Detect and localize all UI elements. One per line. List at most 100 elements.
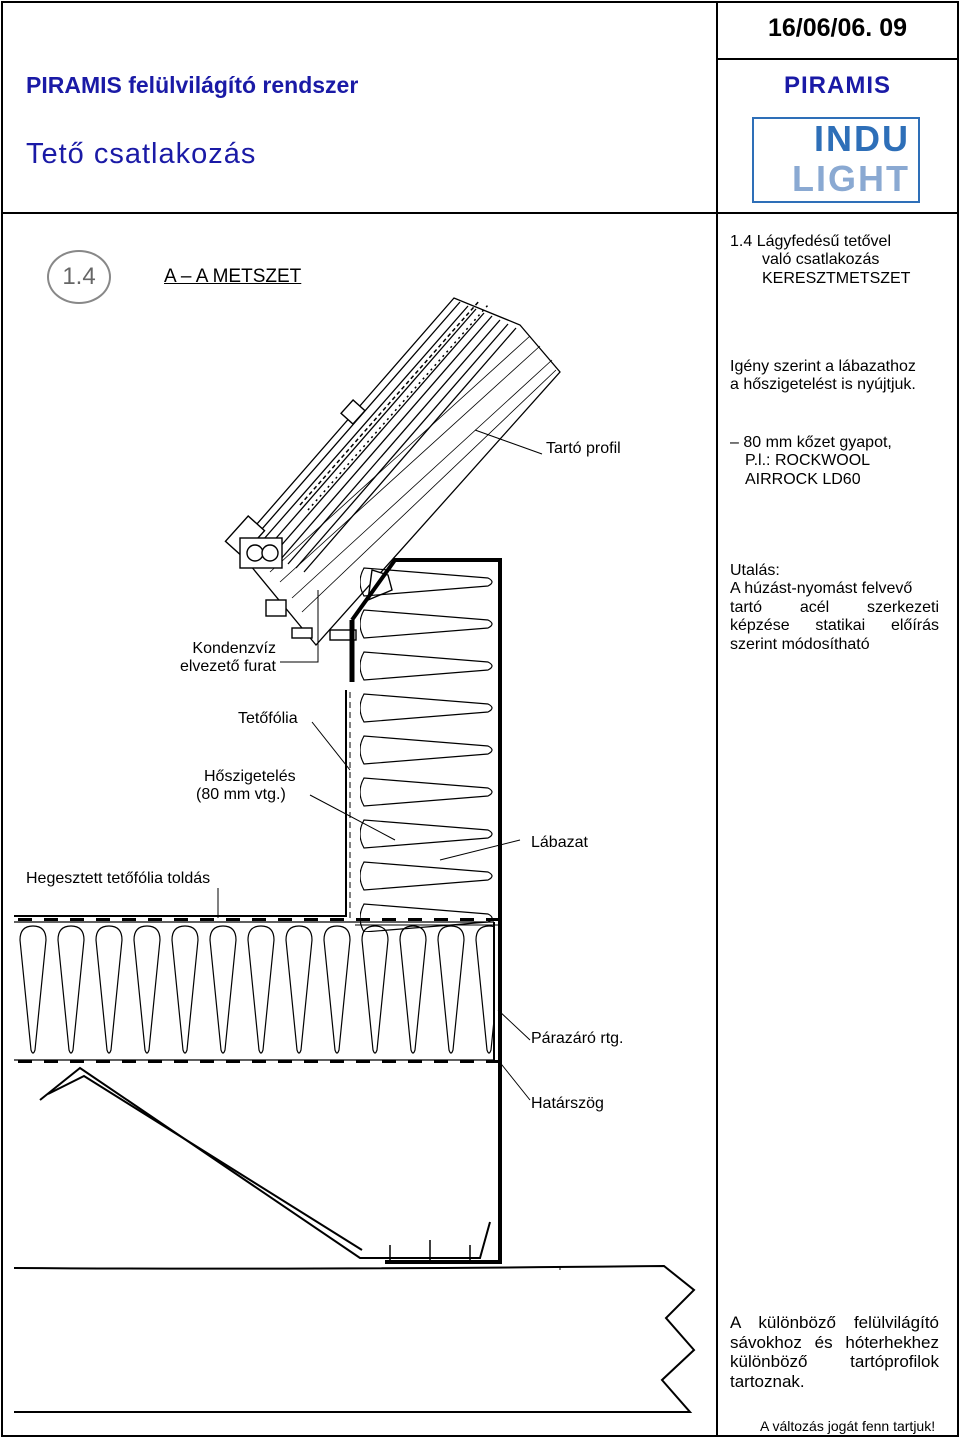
membrane-segment [174, 918, 188, 921]
boundary-angle [39, 1066, 491, 1262]
system-title: PIRAMIS felülvilágító rendszer [26, 72, 359, 98]
insulation-fibre [285, 925, 313, 1054]
insulation-fibre [57, 925, 85, 1054]
membrane-segment [304, 918, 318, 921]
membrane-segment [304, 1060, 318, 1063]
label-hoszigeteles: Hőszigetelés (80 mm vtg.) [196, 768, 296, 805]
label-kondenzviz-line-2: elvezető furat [179, 658, 276, 676]
membrane-segment [200, 918, 214, 921]
membrane-segment [408, 1060, 422, 1063]
right-column-divider [716, 1, 718, 1437]
profile-fixing [224, 398, 393, 641]
membrane-segment [148, 918, 162, 921]
insulation-fibre [209, 925, 237, 1054]
indulight-logo: INDU LIGHT [752, 117, 920, 203]
membrane-segment [18, 1060, 32, 1063]
roof-insulation-fill [19, 925, 494, 1054]
insulation-fibre [360, 735, 493, 765]
reference-line-1: Utalás: [730, 562, 780, 579]
insulation-fibre [360, 567, 493, 597]
rockwool-line-1: – 80 mm kőzet gyapot, [730, 434, 892, 451]
membrane-segment [434, 918, 448, 921]
membrane-segment [174, 1060, 188, 1063]
glazing-hatch [299, 299, 489, 511]
roof-insulation [14, 921, 495, 1061]
membrane-segment [122, 1060, 136, 1063]
insulation-note-line-2: a hőszigetelést is nyújtjuk. [730, 376, 916, 394]
rockwool-note: – 80 mm kőzet gyapot, P.l.: ROCKWOOL AIR… [730, 434, 892, 489]
side-title-line-1: 1.4 Lágyfedésű tetővel [730, 233, 892, 250]
side-title-line-2: való csatlakozás [762, 251, 880, 269]
insulation-fibre [360, 693, 493, 723]
membrane-segment [252, 1060, 266, 1063]
membrane-segment [460, 918, 474, 921]
insulation-fibre [133, 925, 161, 1054]
insulation-fibre [360, 777, 493, 807]
insulation-fibre [171, 925, 199, 1054]
profiles-line-2: sávokhoz és hóterhekhez [730, 1332, 939, 1352]
membrane-segment [148, 1060, 162, 1063]
membrane-segment [70, 918, 84, 921]
membrane-segment [382, 918, 396, 921]
profiles-line-1: A különböző felülvilágító [730, 1313, 939, 1332]
membrane-segment [122, 918, 136, 921]
label-hoszigeteles-line-2: (80 mm vtg.) [196, 786, 286, 804]
reference-line-2: A húzást-nyomást felvevő [730, 580, 913, 598]
side-title: 1.4 Lágyfedésű tetővel való csatlakozás … [730, 233, 910, 288]
section-drawing [13, 297, 696, 1414]
membrane-segment [356, 918, 370, 921]
brand-name: PIRAMIS [783, 72, 891, 99]
insulation-note-line-1: Igény szerint a lábazathoz [730, 358, 916, 375]
section-badge-label: 1.4 [62, 263, 96, 290]
date-code: 16/06/06. 09 [767, 14, 907, 42]
membrane-segment [486, 918, 500, 921]
label-kondenzviz-line-1: Kondenzvíz [192, 640, 276, 657]
label-hoszigeteles-line-1: Hőszigetelés [204, 768, 296, 785]
insulation-fibre [323, 925, 351, 1054]
insulation-fibre [360, 651, 493, 681]
logo-line-1: INDU [814, 118, 910, 159]
section-badge [47, 250, 111, 304]
insulation-fibre [399, 925, 427, 1054]
insulation-fibre [360, 609, 493, 639]
membrane-segment [44, 918, 58, 921]
rockwool-line-3: AIRROCK LD60 [745, 470, 861, 488]
profiles-note: A különböző felülvilágító sávokhoz és hó… [730, 1313, 939, 1391]
membrane-segment [330, 918, 344, 921]
insulation-fibre [19, 925, 47, 1054]
page-title: Tető csatlakozás [26, 138, 257, 170]
membrane-segment [96, 918, 110, 921]
insulation-fibre [437, 925, 465, 1054]
reference-line-4: képzése statikai előírás [730, 617, 939, 635]
concrete-slab [13, 1264, 696, 1414]
membrane-segment [486, 1060, 500, 1063]
insulation-fibre [360, 819, 493, 849]
membrane-segment [330, 1060, 344, 1063]
profiles-line-4: tartoznak. [730, 1371, 805, 1391]
insulation-fibre [361, 925, 389, 1054]
insulation-fibre [95, 925, 123, 1054]
membrane-segment [434, 1060, 448, 1063]
membrane-segment [356, 1060, 370, 1063]
membrane-segment [96, 1060, 110, 1063]
reference-note: Utalás: A húzást-nyomást felvevő tartó a… [730, 562, 939, 654]
upstand-insulation [360, 567, 493, 932]
membrane-segment [460, 1060, 474, 1063]
logo-line-2: LIGHT [792, 158, 910, 199]
label-parazaro: Párazáró rtg. [531, 1030, 624, 1047]
rockwool-line-2: P.l.: ROCKWOOL [745, 452, 871, 470]
membrane-segment [278, 1060, 292, 1063]
membrane-segment [226, 1060, 240, 1063]
cut-label: A – A METSZET [164, 266, 302, 287]
insulation-fibre [360, 861, 493, 891]
label-kondenzviz: Kondenzvíz elvezető furat [160, 640, 276, 677]
reference-line-3: tartó acél szerkezeti [730, 598, 939, 616]
header-divider [1, 212, 959, 214]
label-tetofolia: Tetőfólia [238, 710, 298, 727]
side-title-line-3: KERESZTMETSZET [762, 269, 911, 287]
label-hegesztett: Hegesztett tetőfólia toldás [26, 870, 211, 887]
rights-notice: A változás jogát fenn tartjuk! [760, 1418, 936, 1434]
label-tarto-profil: Tartó profil [546, 440, 621, 457]
leader-lines [217, 429, 543, 1101]
profiles-line-3: különböző tartóprofilok [730, 1352, 939, 1372]
